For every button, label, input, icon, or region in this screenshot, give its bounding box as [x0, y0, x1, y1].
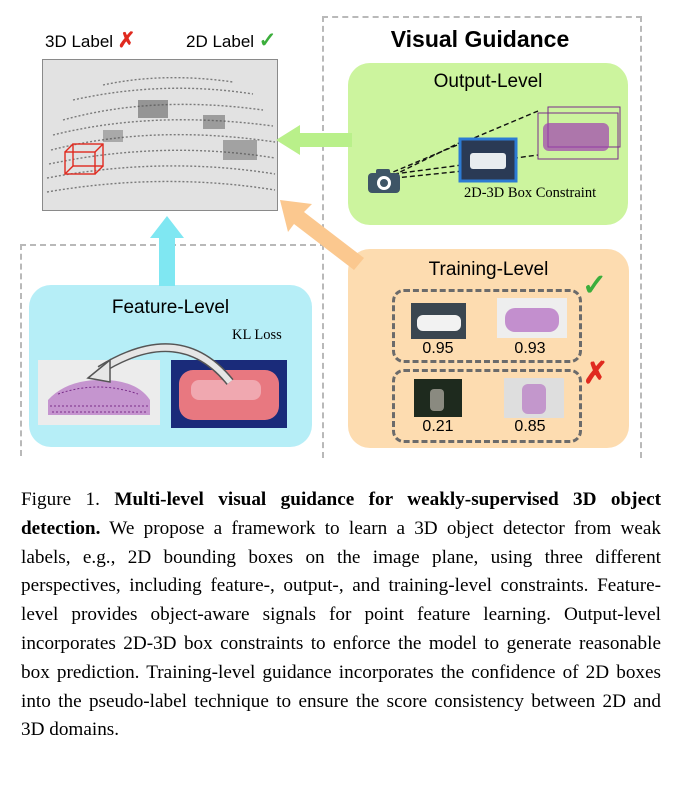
caption-body: We propose a framework to learn a 3D obj… [21, 517, 662, 741]
point-cloud-graphic [46, 76, 276, 193]
bad-pairs-box [392, 369, 582, 443]
cross-icon: ✗ [583, 357, 609, 390]
feature-arrow [150, 216, 184, 286]
output-arrow [276, 125, 352, 155]
check-icon: ✓ [582, 269, 608, 302]
cross-icon: ✗ [117, 29, 136, 52]
camera-icon [368, 169, 400, 193]
output-level-title: Output-Level [433, 71, 543, 92]
output-level-panel: Output-Level 2D-3D Box Constraint [348, 63, 628, 225]
caption-prefix: Figure 1. [21, 489, 100, 510]
figure-caption: Figure 1. Multi-level visual guidance fo… [21, 486, 661, 745]
bad-score-2: 0.85 [514, 418, 546, 435]
car-points-thumb [497, 298, 567, 338]
good-score-1: 0.95 [422, 340, 454, 357]
label-2d-text: 2D Label [186, 32, 255, 51]
label-3d: 3D Label ✗ [45, 28, 135, 53]
training-level-title: Training-Level [428, 259, 549, 280]
good-pairs-box [392, 289, 582, 363]
box-constraint-label: 2D-3D Box Constraint [464, 185, 597, 201]
kl-loss-arrow [86, 343, 234, 385]
caption-bold: Multi-level visual guidance for weakly-s… [21, 489, 661, 539]
label-2d: 2D Label ✓ [186, 28, 276, 53]
points-graphic [48, 379, 150, 415]
car-image-thumb [411, 303, 466, 339]
kl-loss-label: KL Loss [232, 327, 282, 343]
lidar-point-cloud [42, 59, 278, 211]
sign-points-thumb [504, 378, 564, 418]
3d-box-icon [64, 143, 104, 175]
training-arrow [280, 200, 364, 270]
bad-score-1: 0.21 [422, 418, 454, 435]
box-constraint-graphic [385, 106, 621, 183]
feature-level-title: Feature-Level [111, 297, 230, 318]
check-icon: ✓ [258, 29, 277, 52]
label-3d-text: 3D Label [45, 32, 114, 51]
good-score-2: 0.93 [514, 340, 546, 357]
visual-guidance-title: Visual Guidance [390, 26, 570, 52]
sign-image-thumb [414, 379, 462, 417]
